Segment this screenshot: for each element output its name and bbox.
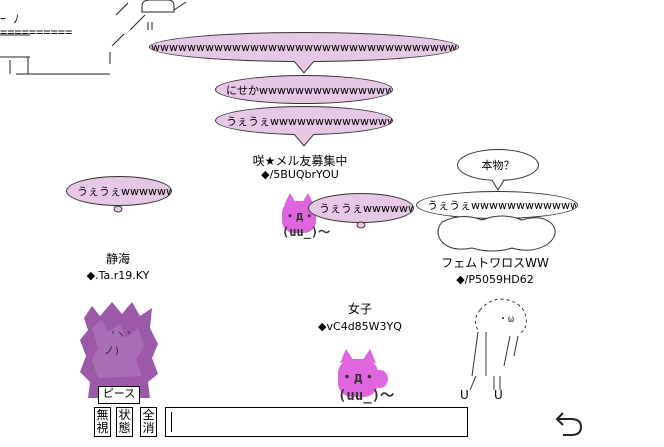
cat-face: ・д・ xyxy=(340,370,377,386)
chat-bubble: wwwwwwwwwwwwwwwwwwwwwwwwwwwwwwwwwwwwwwww… xyxy=(149,32,459,62)
svg-text:'ヽ': 'ヽ' xyxy=(110,330,132,341)
chat-bubble: うぇうぇwwwwwwww xyxy=(308,193,414,223)
undo-arrow-icon[interactable] xyxy=(553,405,585,437)
user-trip: ◆vC4d85W3YQ xyxy=(318,320,402,333)
chat-bubble: うぇうぇwwwwwwwwwwwwwwwwwwwwww xyxy=(416,191,578,219)
clear-all-button-label: 全消 xyxy=(142,408,155,435)
chat-bubble-text: うぇうぇwwwwwwww xyxy=(77,185,171,198)
user-name: 女子 xyxy=(347,302,372,316)
status-button-label: 状態 xyxy=(118,408,131,435)
chat-bubble: うぇうぇwwwwwwwwwwwwwwwwww xyxy=(215,106,393,135)
status-button[interactable]: 状態 xyxy=(116,407,133,437)
undo-arrow-shape xyxy=(555,412,583,436)
user-name: 咲★メル友募集中 xyxy=(252,154,348,168)
bubble-tail xyxy=(293,134,315,147)
svg-text:・ω: ・ω xyxy=(498,314,514,325)
avatar-creature-shizuka[interactable]: 'ヽ' ノ) xyxy=(78,298,160,404)
chat-bubble-text: うぇうぇwwwwwwwwwwwwwwwwww xyxy=(226,114,392,128)
user-trip: ◆.Ta.r19.KY xyxy=(86,269,150,282)
creature-shape: 'ヽ' ノ) xyxy=(80,302,158,398)
avatar-stick-femto[interactable]: ・ω U U xyxy=(458,296,530,404)
ignore-button-label: 無視 xyxy=(96,408,109,435)
ascii-line: ｰ ﾉ xyxy=(0,12,20,26)
user-trip: ◆/P5059HD62 xyxy=(456,273,534,286)
chat-input[interactable] xyxy=(165,407,468,437)
user-trip: ◆/5BUQbrYOU xyxy=(261,168,339,181)
chat-bubble: うぇうぇwwwwwwww xyxy=(66,176,172,206)
chat-bubble-text: うぇうぇwwwwwwwwwwwwwwwwwwwwww xyxy=(427,199,578,212)
cat-feet: (uu_)～ xyxy=(282,225,331,239)
user-name: フェムトワロスWW xyxy=(441,256,549,270)
chat-bubble-text: wwwwwwwwwwwwwwwwwwwwwwwwwwwwwwwwwwwwwwww… xyxy=(150,40,458,54)
chat-bubble-text: うぇうぇwwwwwwww xyxy=(319,202,413,215)
user-name: 静海 xyxy=(105,252,130,266)
bubble-dot xyxy=(356,221,366,229)
feet-right: U xyxy=(494,388,503,402)
cat-face: ・д・ xyxy=(284,209,316,223)
chat-bubble-text: にせかwwwwwwwwwwwwwwwwwwwwww xyxy=(226,83,393,97)
chat-bubble-text: 本物？ xyxy=(481,159,515,172)
cat-shape xyxy=(282,193,316,233)
bubble-tail xyxy=(293,61,315,74)
piece-label: ピース xyxy=(98,386,140,404)
svg-text:ノ): ノ) xyxy=(104,346,120,357)
chat-bubble: にせかwwwwwwwwwwwwwwwwwwwwww xyxy=(215,75,393,104)
clear-all-button[interactable]: 全消 xyxy=(140,407,157,437)
chat-bubble: 本物？ xyxy=(457,149,539,181)
bubble-tail xyxy=(491,180,505,191)
ignore-button[interactable]: 無視 xyxy=(94,407,111,437)
text-caret xyxy=(171,412,172,432)
cat-shape xyxy=(338,349,388,397)
avatar-cat-saki[interactable]: ・д・ (uu_)～ xyxy=(278,193,338,241)
feet-left: U xyxy=(460,388,469,402)
avatar-cat-joshi[interactable]: ・д・ (uu_)～ xyxy=(334,349,406,405)
stick-figure: ・ω xyxy=(469,298,527,391)
cat-feet: (uu_)～ xyxy=(338,388,395,404)
ascii-art-lines xyxy=(0,0,187,75)
cloud-shape xyxy=(437,215,556,252)
bubble-dot xyxy=(113,205,123,213)
